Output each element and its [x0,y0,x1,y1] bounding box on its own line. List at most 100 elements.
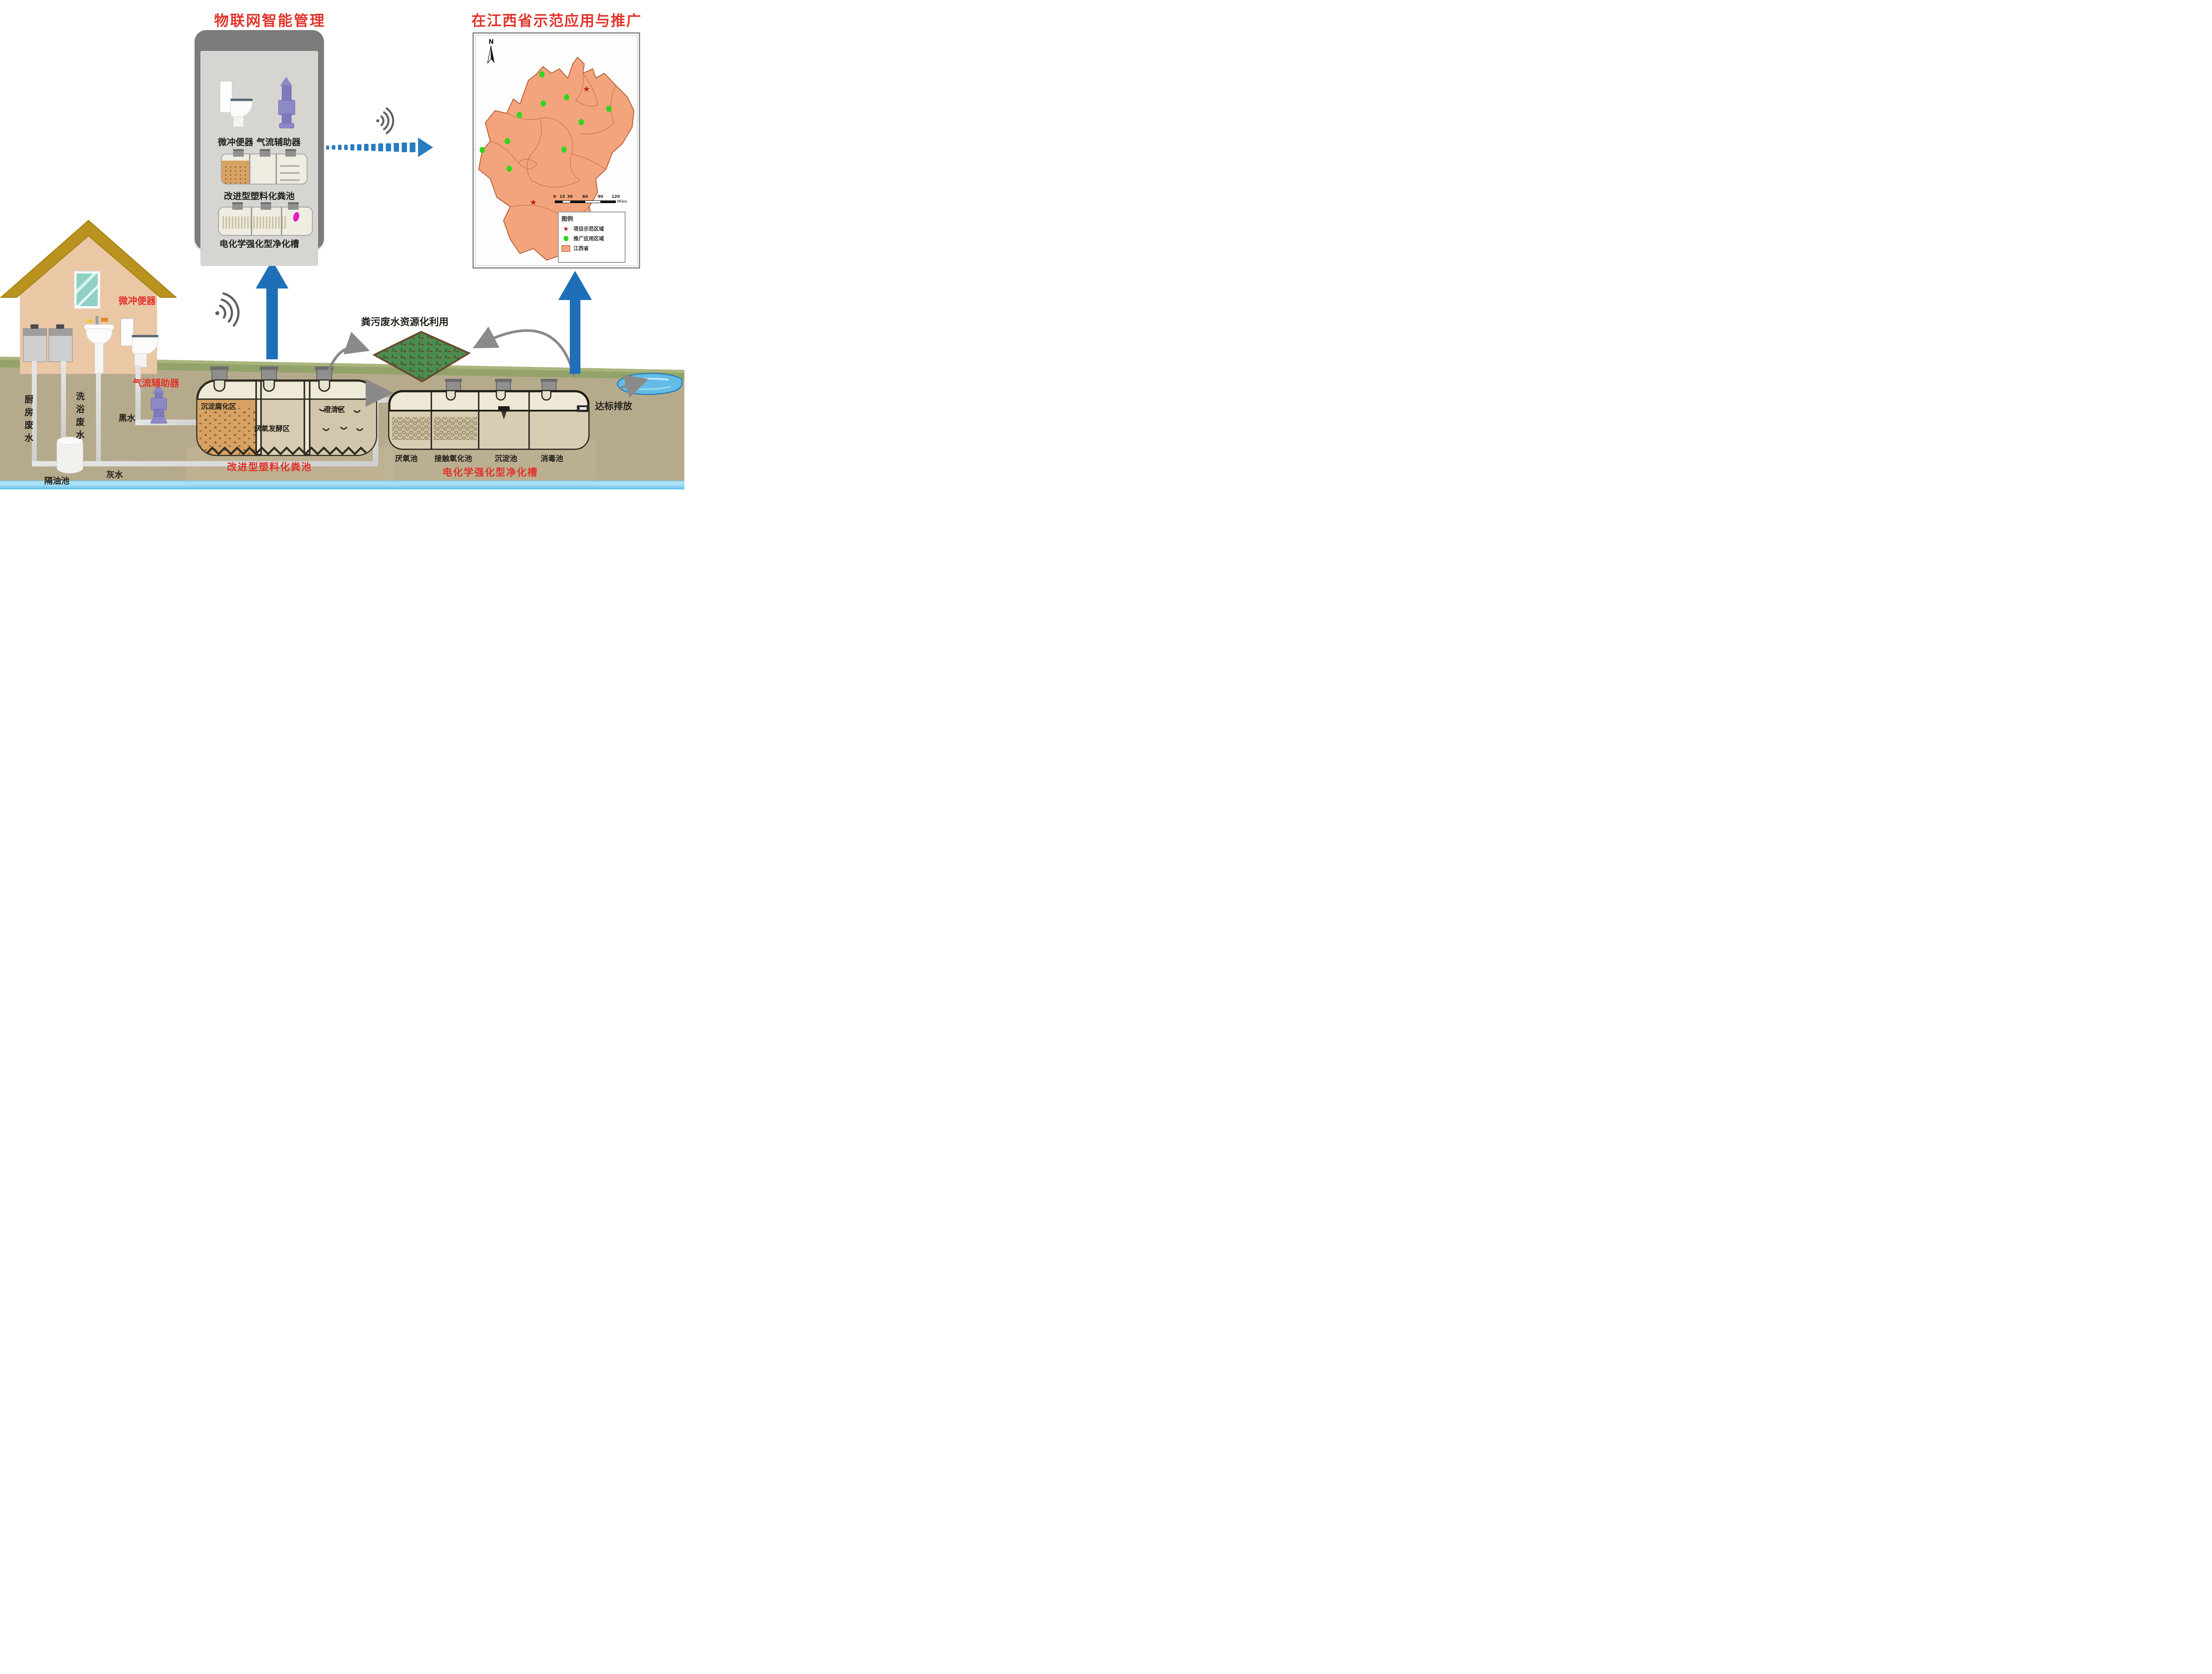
phone-device-labels: 微冲便器 气流辅助器 [218,137,301,147]
demonstration-area-star: ★ [530,198,537,208]
phone-toilet-seat [230,99,253,101]
basin-drain-pipe [96,373,101,466]
mini-cap [288,202,299,210]
scalebar-tick: 60 [582,195,588,200]
phone-screen: 微冲便器 气流辅助器 改进型塑料化粪池 [200,51,318,266]
legend-item-label: 推广应用区域 [573,235,604,242]
purifier-to-field-arrow [472,327,576,377]
dash-segment [401,142,407,152]
north-arrow: N [484,38,498,66]
scalebar-tick: 15 [559,195,565,200]
phone-toilet-bowl [230,101,253,118]
dash-segment [386,143,391,152]
septic-tank-name: 改进型塑料化粪池 [227,462,312,473]
grey-water-label: 灰水 [106,470,123,480]
phone-purifier-label: 电化学强化型净化槽 [219,239,299,249]
clarify-squiggles [319,407,364,431]
iot-to-map-dashed-arrow [326,137,460,158]
dash-segment [378,143,383,151]
mini-cap [285,149,296,157]
kitchen-drain-pipe [32,361,37,466]
dash-segment [344,144,348,150]
map-legend: 图例 ★项目示范区域推广应用区域江西省 [558,212,626,263]
zone-clarify-label: 澄清区 [324,405,346,414]
window-glass [77,273,98,306]
kitchen-wastewater-label: 厨房废水 [23,395,34,446]
promotion-area-dot [539,71,545,78]
promotion-area-dot [517,112,522,119]
legend-symbol-area [561,245,570,252]
groundwater-strip [0,481,684,489]
promotion-area-dot [479,147,485,154]
scalebar-unit: Miles [617,200,627,204]
flow-arrows-overlay [215,107,649,407]
septic-manhole-risers [210,366,334,382]
grease-trap-label: 隔油池 [44,476,70,486]
reuse-label: 粪污废水资源化利用 [361,317,449,328]
demonstration-area-star: ★ [583,84,590,94]
dash-segment [326,145,329,150]
wifi-icon-phone [376,107,394,135]
uplink-arrow-map [558,271,592,374]
dash-segment [357,144,361,151]
promotion-area-dot [564,94,569,100]
discharge-label: 达标排放 [595,401,632,412]
map-markers: ★★ [474,34,639,267]
house-roof [0,219,177,298]
county-borders [490,73,616,216]
mini-cap [232,202,243,210]
zone-settling-label: 沉淀腐化区 [200,400,238,411]
sink-faucet-icon [56,324,64,329]
scalebar-tick: 0 [553,195,556,200]
promotion-area-dot [606,106,611,112]
rural-sewage-treatment-diagram: 微冲便器 气流辅助器 厨房废水 洗浴废水 黑水 灰水 隔油池 [0,0,684,489]
scalebar-segment [562,201,570,203]
uplink-arrow-phone [256,260,288,359]
legend-title: 图例 [561,216,573,223]
north-label: N [488,38,494,46]
kitchen-sink-1 [23,324,47,362]
chamber-anaerobic-label: 厌氧池 [395,454,418,463]
greywater-pipe [32,461,378,466]
airflow-assist-label: 气流辅助器 [133,378,179,389]
chamber-sedimentation-label: 沉淀池 [495,454,517,463]
septic-tank [196,366,377,456]
scalebar-tick: 120 [611,195,620,200]
purifier-tank [388,379,590,450]
sink-faucet-icon [30,324,38,329]
washbasin-items-2 [87,319,92,323]
legend-items: ★项目示范区域推广应用区域江西省 [561,225,622,252]
septic-to-field-arrow [327,331,370,373]
legend-item-label: 江西省 [573,245,589,252]
scalebar-segment [600,201,615,203]
map-title: 在江西省示范应用与推广 [471,12,642,29]
dash-segment [350,144,354,150]
legend-item: 推广应用区域 [561,235,622,242]
promotion-area-dot [578,119,584,126]
toilet-seat [132,335,158,338]
dash-segment [410,142,415,153]
scalebar-tick: 30 [567,195,573,200]
dashed-arrow-head [418,138,433,157]
iot-title: 物联网智能管理 [214,12,326,29]
kitchen-drain-pipe-2 [61,361,66,441]
iot-to-map-dashes [326,142,415,153]
house-toilet-label: 微冲便器 [119,296,156,306]
purifier-tank-name: 电化学强化型净化槽 [442,467,538,478]
dash-segment [364,144,369,151]
dash-segment [332,145,335,150]
mini-cap [233,149,244,157]
toilet-tank [121,319,134,346]
phone-toilet-base [233,116,244,127]
phone-airflow-icon [276,77,296,130]
legend-item-label: 项目示范区域 [573,226,604,232]
discharge-arrow [621,374,649,398]
airflow-assist-device [150,384,168,425]
house-window [74,271,100,309]
washbasin-faucet [96,316,99,325]
excavation-shade-septic [186,447,394,489]
scalebar-segment [585,201,600,203]
purifier-outlet [577,405,589,412]
